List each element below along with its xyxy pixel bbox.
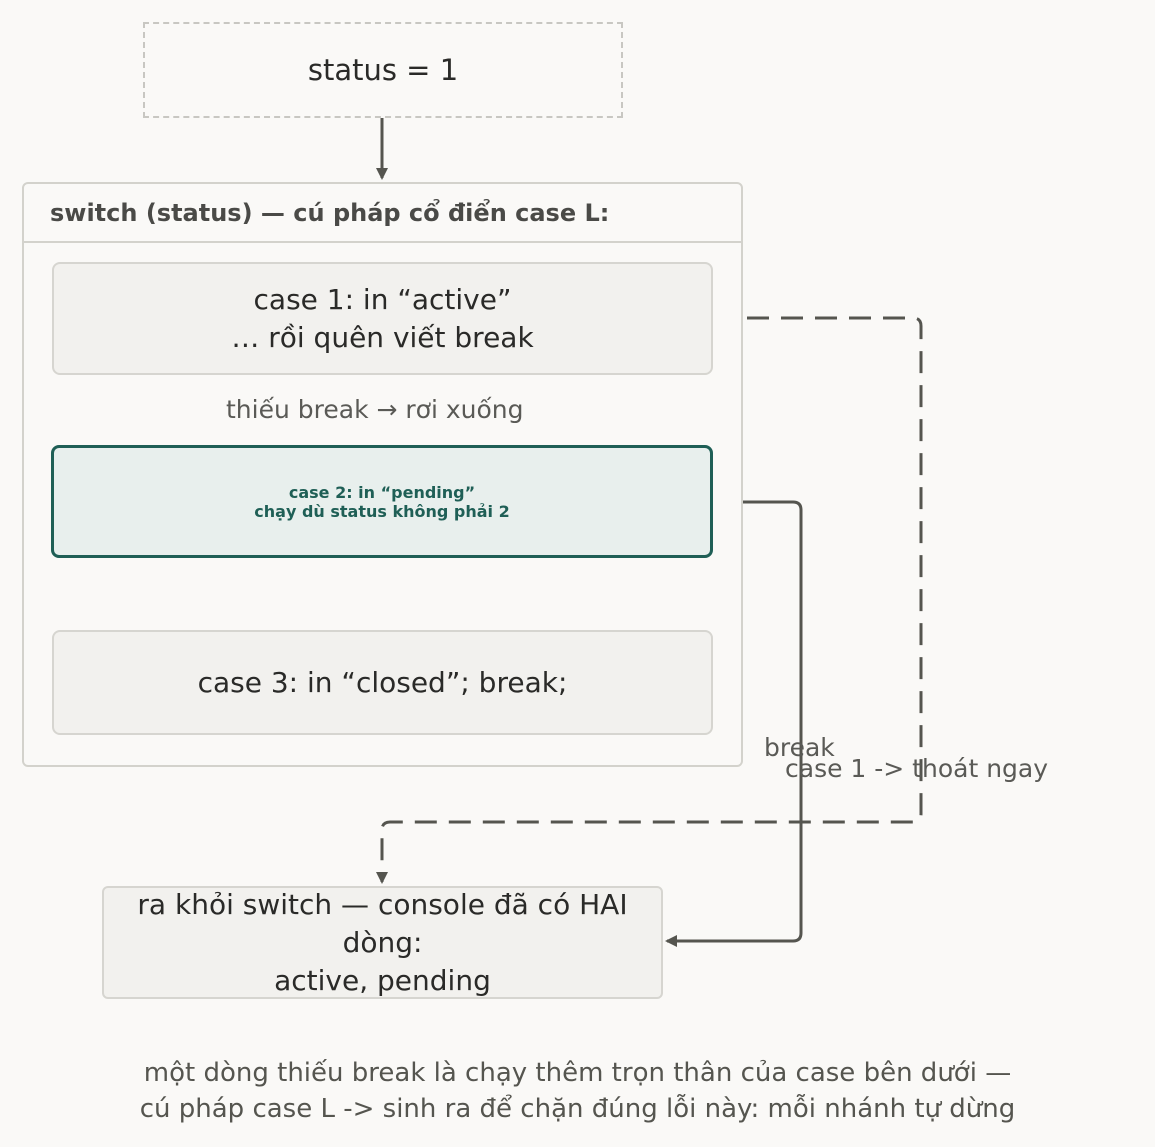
start-node: status = 1 [143,22,623,118]
case-1-label: case 1: in “active” … rồi quên viết brea… [231,282,534,354]
case-3-node: case 3: in “closed”; break; [52,630,713,735]
case-2-node: case 2: in “pending” chạy dù status khôn… [51,445,713,558]
case-2-label: case 2: in “pending” chạy dù status khôn… [254,482,510,521]
edge-case2-to-exit [665,500,803,947]
footnote: một dòng thiếu break là chạy thêm trọn t… [139,1058,1016,1124]
edge-case1-to-exit [376,316,923,884]
case-3-label: case 3: in “closed”; break; [197,665,568,699]
switch-header: switch (status) — cú pháp cổ điển case L… [24,184,741,243]
start-label: status = 1 [307,53,459,87]
exit-label: ra khỏi switch — console đã có HAI dòng:… [137,887,628,997]
case-1-node: case 1: in “active” … rồi quên viết brea… [52,262,713,375]
exit-node: ra khỏi switch — console đã có HAI dòng:… [102,886,663,999]
break-edge-label: break [764,733,835,762]
case1-exit-edge-label: case 1 -> thoát ngay [785,754,1049,783]
fallthrough-edge-label: thiếu break → rơi xuống [224,395,526,424]
